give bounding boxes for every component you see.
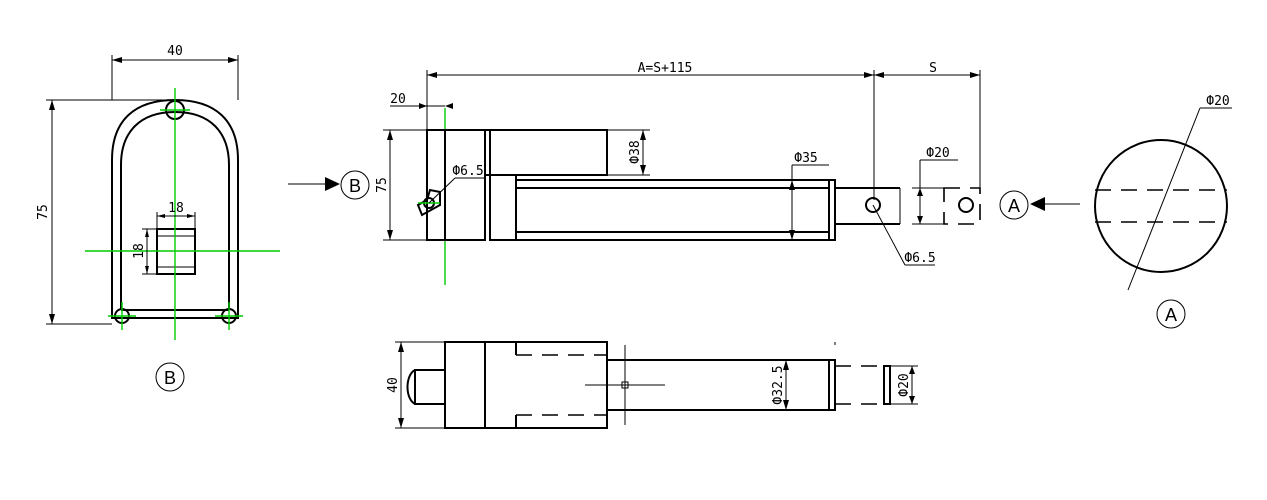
offset-dim: 20	[390, 92, 406, 107]
rod-end-diameter-dim: Ф20	[926, 146, 949, 161]
view-a: Ф20 A	[1094, 94, 1232, 329]
top-width-dim: 40	[386, 377, 401, 393]
view-a-label-circle	[1156, 299, 1186, 329]
motor-diameter-dim: Ф38	[628, 140, 643, 163]
view-b-width-dim: 40	[167, 44, 183, 59]
rear-bracket	[426, 129, 446, 241]
view-a-marker: A	[1008, 196, 1020, 216]
rod-end-hole	[865, 197, 881, 213]
view-a-marker-circle	[999, 190, 1029, 220]
top-rear-clevis	[414, 369, 446, 405]
view-b-label: B	[164, 368, 176, 388]
motor-housing	[444, 129, 486, 241]
view-a-diameter-dim: Ф20	[1206, 94, 1229, 109]
square-height-dim: 18	[132, 243, 147, 259]
tube-end-cap	[828, 179, 836, 241]
view-b-marker: B	[349, 176, 361, 196]
view-a-label: A	[1165, 305, 1177, 325]
tube-diameter-dim: Ф35	[794, 151, 817, 166]
front-hole-dim: Ф6.5	[904, 251, 935, 266]
top-rod-diameter-dim: Ф20	[897, 373, 912, 396]
view-b-marker-circle	[340, 170, 370, 200]
view-b-label-circle	[155, 362, 185, 392]
view-a-circle	[1094, 139, 1228, 273]
top-tube-diameter-dim: Ф32.5	[771, 365, 786, 404]
motor-body	[484, 129, 608, 176]
side-height-dim: 75	[375, 177, 390, 193]
top-view: 40 Ф32.5 Ф20	[386, 341, 918, 429]
overall-length-dim: A=S+115	[638, 61, 693, 76]
extended-rod-end	[943, 187, 981, 225]
top-motor-housing	[444, 341, 486, 429]
square-width-dim: 18	[168, 201, 184, 216]
stroke-dim: S	[929, 61, 937, 76]
view-b-height-dim: 75	[36, 204, 51, 220]
top-tube-cap	[828, 359, 836, 411]
rear-hole-dim: Ф6.5	[452, 164, 483, 179]
side-view: B A=S+115	[288, 61, 1080, 285]
view-b: 40 75 18 18 B	[36, 44, 280, 392]
gearbox	[489, 174, 517, 241]
